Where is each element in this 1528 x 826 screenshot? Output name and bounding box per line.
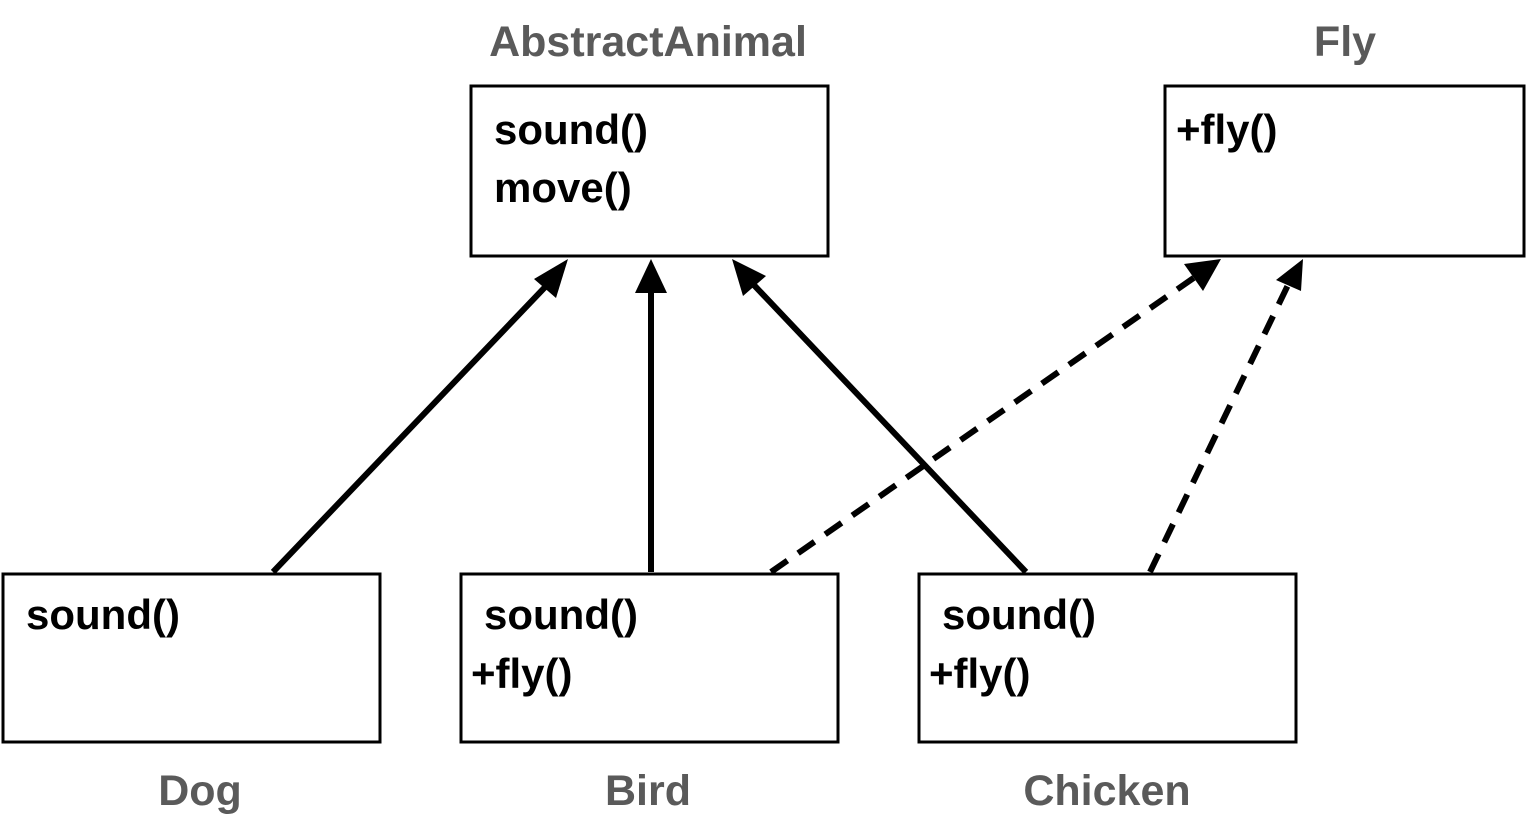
edge-dog-to-abstractanimal [270, 281, 551, 575]
class-title-chicken: Chicken [1023, 767, 1190, 815]
class-title-dog: Dog [158, 767, 242, 815]
method-abstractanimal-2: move() [494, 164, 632, 211]
class-title-fly: Fly [1314, 18, 1376, 66]
relations [270, 259, 1303, 575]
class-title-abstractanimal: AbstractAnimal [489, 18, 807, 66]
class-box-bird [459, 572, 840, 744]
edge-bird-to-fly [769, 274, 1197, 575]
method-bird-2: +fly() [471, 650, 573, 697]
class-abstractanimal: AbstractAnimal sound() move() [469, 18, 830, 258]
arrowhead-bird-to-fly [1184, 259, 1221, 291]
edge-chicken-to-fly [1147, 283, 1291, 574]
method-fly-1: +fly() [1176, 106, 1278, 153]
class-box-abstractanimal [469, 84, 830, 258]
arrowhead-chicken-to-fly [1276, 259, 1303, 291]
class-chicken: sound() +fly() Chicken [917, 572, 1298, 815]
edge-chicken-to-abstractanimal [749, 280, 1029, 575]
class-box-dog [1, 572, 382, 744]
method-dog-1: sound() [26, 591, 180, 638]
class-bird: sound() +fly() Bird [459, 572, 840, 815]
class-dog: sound() Dog [1, 572, 382, 815]
method-abstractanimal-1: sound() [494, 106, 648, 153]
arrowhead-bird-to-abstractanimal [635, 259, 667, 293]
method-bird-1: sound() [484, 591, 638, 638]
class-box-chicken [917, 572, 1298, 744]
arrowhead-chicken-to-abstractanimal [732, 259, 766, 296]
class-box-fly [1163, 84, 1526, 258]
method-chicken-1: sound() [942, 591, 1096, 638]
arrowhead-dog-to-abstractanimal [534, 259, 568, 298]
class-fly: Fly +fly() [1163, 18, 1526, 258]
class-title-bird: Bird [605, 767, 691, 815]
method-chicken-2: +fly() [929, 650, 1031, 697]
